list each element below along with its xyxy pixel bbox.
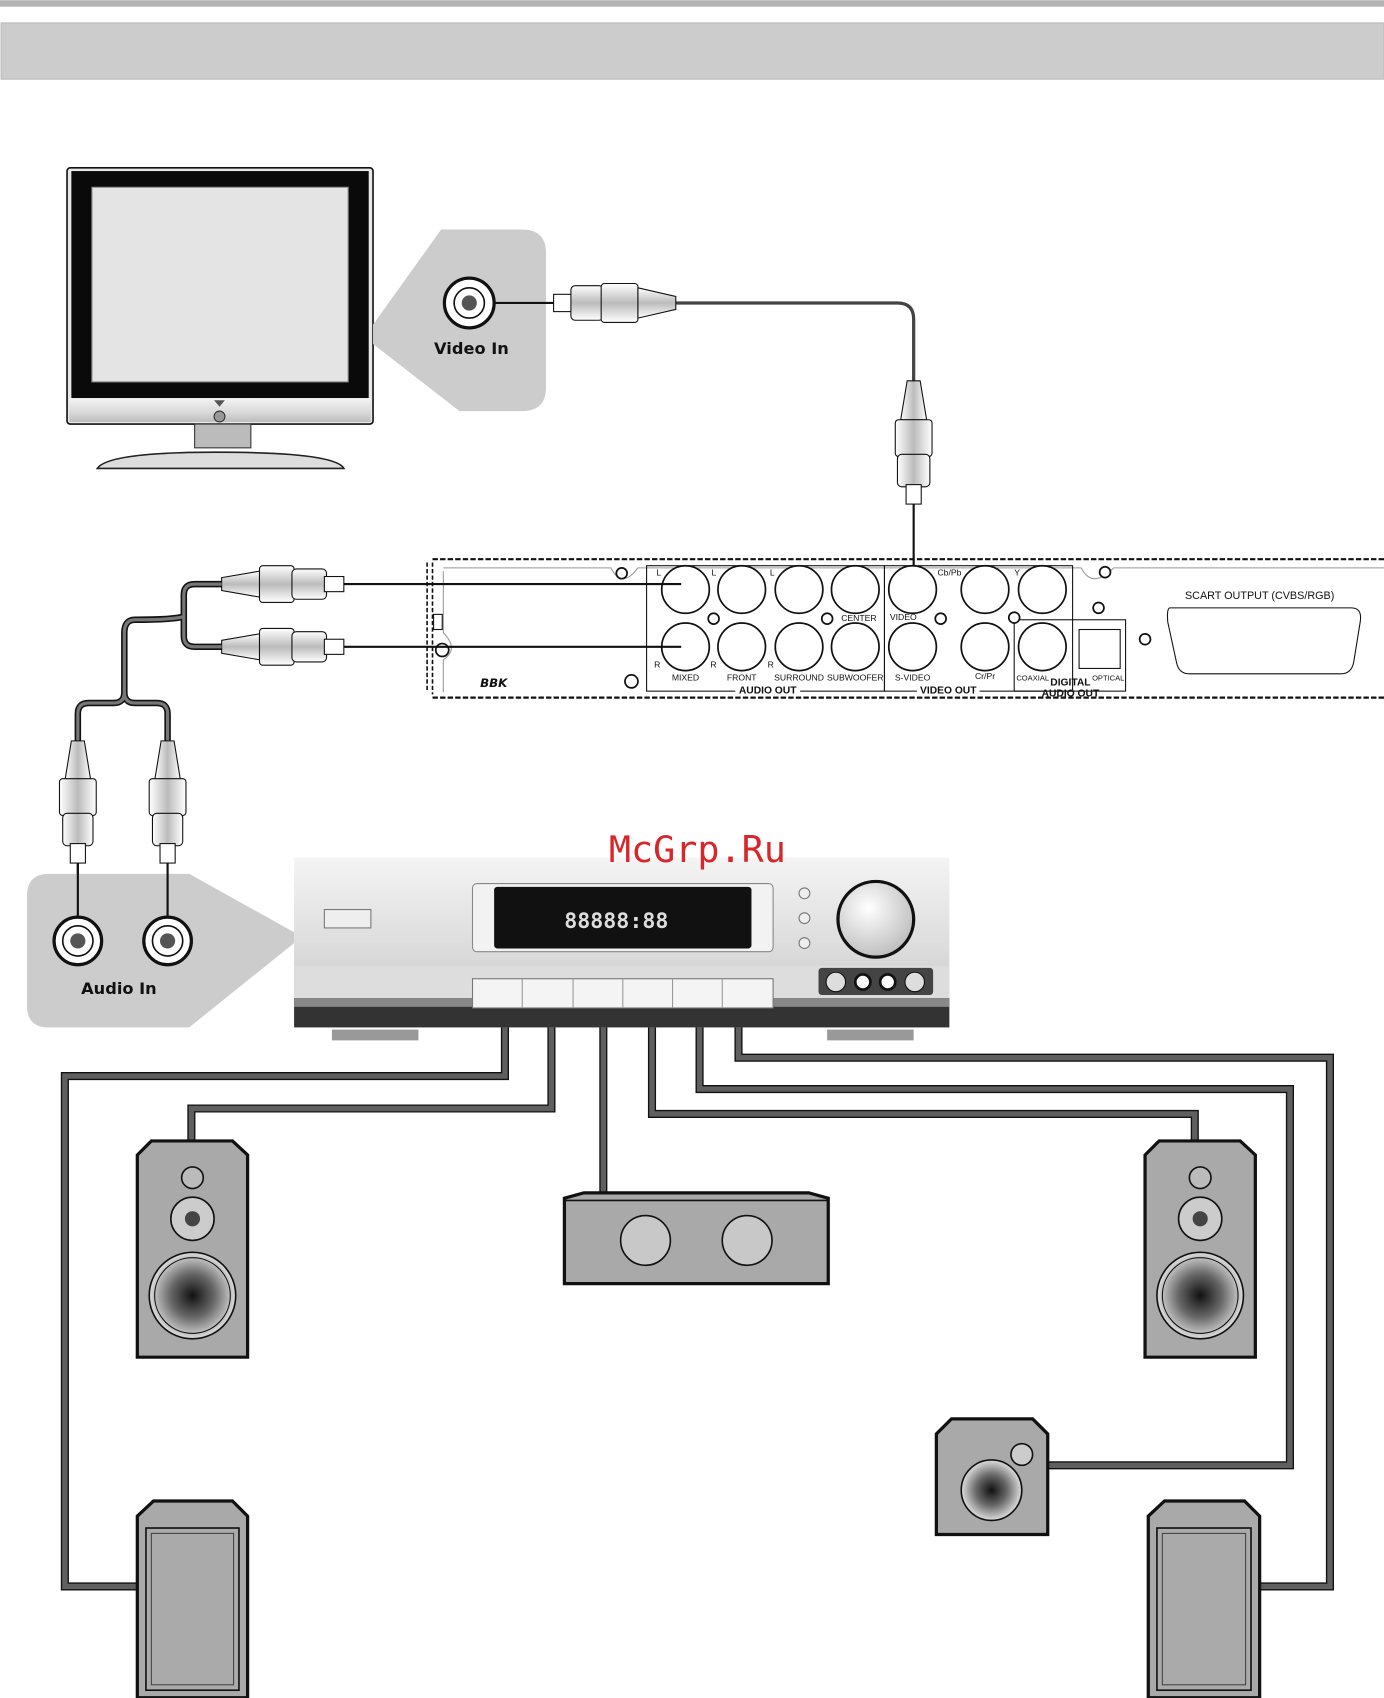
video-in-label: Video In [434, 339, 509, 358]
digital-label: DIGITAL [1050, 678, 1090, 689]
video-out-label: VIDEO OUT [920, 685, 977, 696]
label-mixed: MIXED [672, 672, 699, 682]
av-receiver: 88888:88 [294, 857, 950, 1041]
scart-connector [1166, 607, 1362, 675]
video-out-jacks [887, 564, 1121, 672]
front-left-speaker [135, 1139, 250, 1359]
volume-knob [836, 879, 916, 959]
label-surround: SURROUND [774, 672, 824, 682]
label-cb-pb: Cb/Pb [937, 567, 961, 577]
label-front: FRONT [727, 672, 757, 682]
label-l: L [711, 567, 716, 577]
audio-cable [58, 565, 682, 939]
watermark: McGrp.Ru [609, 828, 786, 871]
label-y: Y [1014, 567, 1020, 577]
label-center: CENTER [841, 613, 876, 623]
receiver-power-button [323, 909, 372, 929]
scart-output-label: SCART OUTPUT (CVBS/RGB) [1185, 590, 1334, 602]
label-l: L [656, 567, 661, 577]
center-speaker [562, 1191, 830, 1286]
tv [66, 167, 374, 470]
audio-in-label: Audio In [81, 979, 157, 998]
audio-out-jacks [660, 564, 880, 672]
label-r: R [710, 659, 716, 669]
rear-right-speaker [1146, 1499, 1262, 1698]
speaker-wires [60, 1007, 1334, 1591]
label-l: L [770, 567, 775, 577]
label-r: R [768, 659, 774, 669]
audio-out-label: AUDIO OUT [739, 685, 797, 696]
label-optical: OPTICAL [1092, 673, 1124, 682]
label-video: VIDEO [890, 612, 917, 622]
video-in-callout: Video In [373, 229, 547, 412]
video-cable [494, 282, 933, 590]
label-coaxial: COAXIAL [1016, 673, 1049, 682]
label-cr-pr: Cr/Pr [975, 671, 995, 681]
dvd-brand-logo: BBK [480, 676, 508, 690]
audio-in-callout: Audio In [27, 863, 295, 1028]
front-right-speaker [1143, 1139, 1257, 1359]
header-band [0, 22, 1384, 80]
receiver-display-text: 88888:88 [564, 909, 668, 934]
rear-left-speaker [135, 1499, 250, 1698]
digital-audio-out-label: AUDIO OUT [1042, 689, 1100, 700]
receiver-display [494, 886, 752, 949]
subwoofer [934, 1417, 1050, 1537]
label-r: R [654, 659, 660, 669]
label-s-video: S-VIDEO [895, 672, 931, 682]
label-subwoofer: SUBWOOFER [827, 672, 884, 682]
dvd-rear-panel: BBK L L L [426, 558, 1384, 700]
tv-power-button [213, 410, 226, 423]
top-rule [0, 0, 1384, 7]
